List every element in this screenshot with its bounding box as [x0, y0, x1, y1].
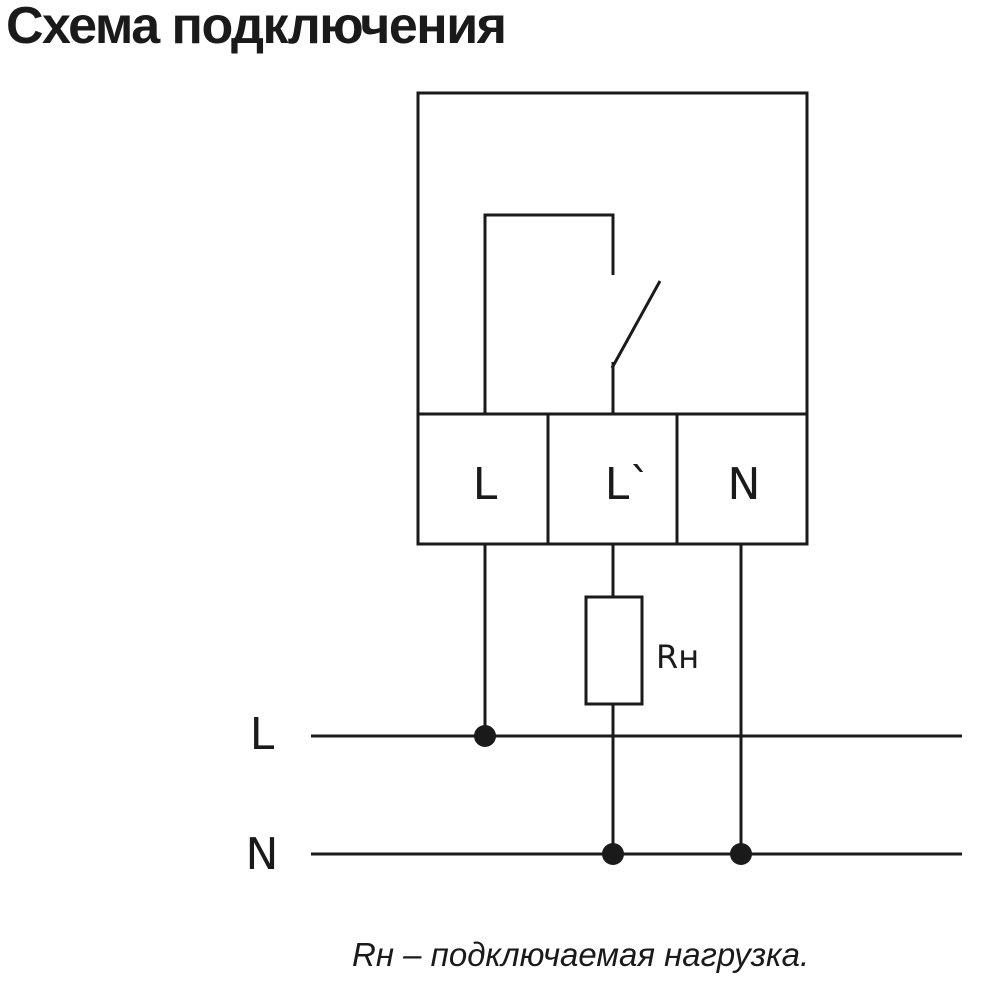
bus-label-n: N: [246, 829, 279, 880]
terminal-label-l: L: [473, 459, 498, 510]
bus-label-l: L: [250, 709, 275, 760]
diagram-caption: Rн – подключаемая нагрузка.: [352, 936, 810, 973]
junction-dot-l: [474, 725, 496, 747]
junction-dot-n-load: [602, 843, 624, 865]
load-resistor: [584, 595, 644, 706]
internal-wire-l: [483, 213, 615, 414]
terminal-label-n: N: [728, 459, 761, 510]
resistor-label: Rн: [656, 638, 699, 676]
diagram-title: Схема подключения: [6, 0, 507, 55]
relay-contact-blade: [610, 280, 662, 369]
terminal-label-l-out: L`: [605, 459, 652, 510]
junction-dot-n: [730, 843, 752, 865]
